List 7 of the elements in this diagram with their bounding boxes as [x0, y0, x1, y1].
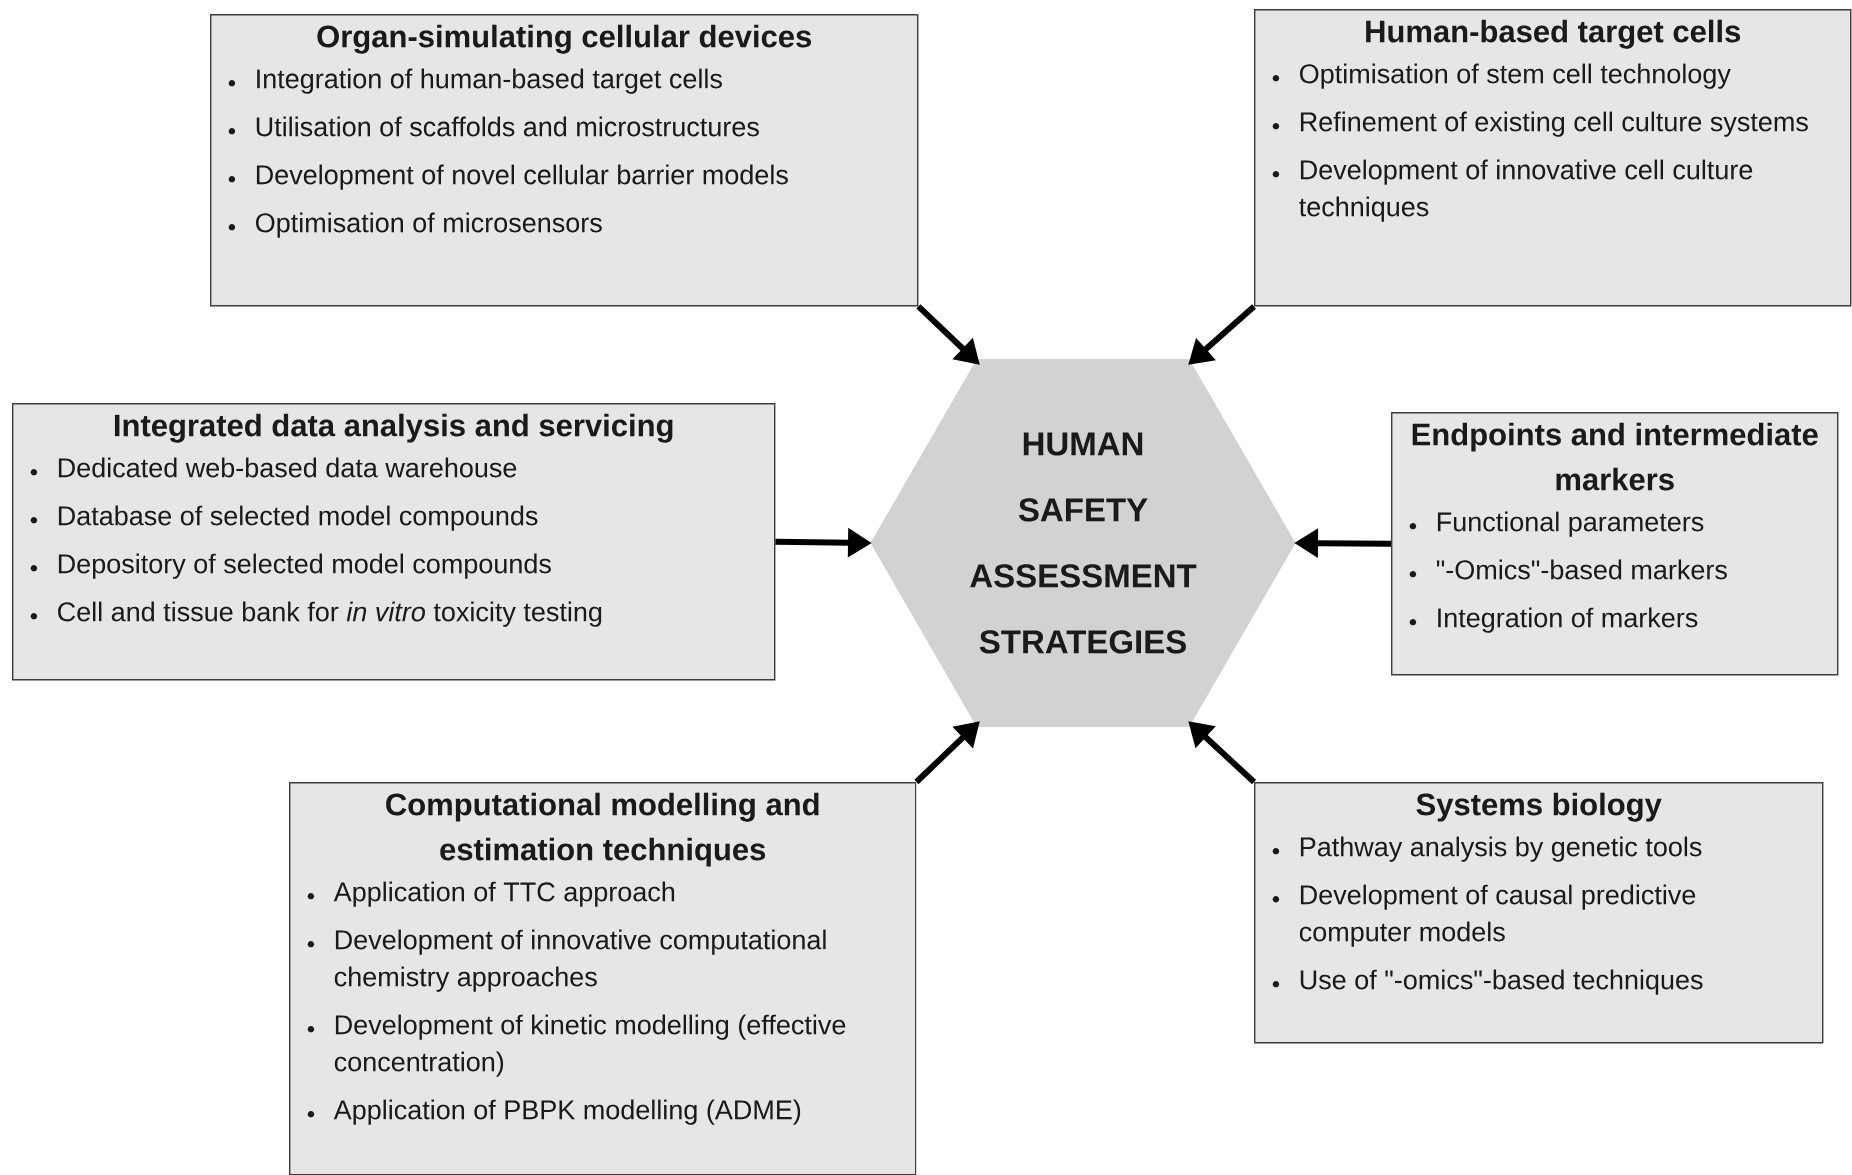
hexagon: HUMAN SAFETY ASSESSMENT STRATEGIES [870, 358, 1296, 728]
text-box: Integrated data analysis and servicing Dedicated web-based data warehouse Database of selected model compounds Depository of selected model compounds Cell and tissue bank for in vitro toxicity testing [12, 403, 776, 681]
text-box: Computational modelling and estimation techniques Application of TTC approach Development of innovative computational chemistry approaches Development of kinetic modelling (effective concentration) Application of PBPK modelling (ADME) [289, 782, 917, 1175]
text-box: Organ-simulating cellular devices Integration of human-based target cells Utilisation of scaffolds and microstructures Development of novel cellular barrier models Optimisation of microsensors [210, 14, 919, 307]
text-box: Systems biology Pathway analysis by genetic tools Development of causal predictive computer models Use of "-omics"-based techniques [1254, 782, 1824, 1044]
text-box: Endpoints and intermediate markers Functional parameters "-Omics"-based markers Integration of markers [1391, 412, 1839, 676]
text-box: Human-based target cells Optimisation of stem cell technology Refinement of existing cell culture systems Development of innovative cell culture techniques [1254, 9, 1852, 307]
